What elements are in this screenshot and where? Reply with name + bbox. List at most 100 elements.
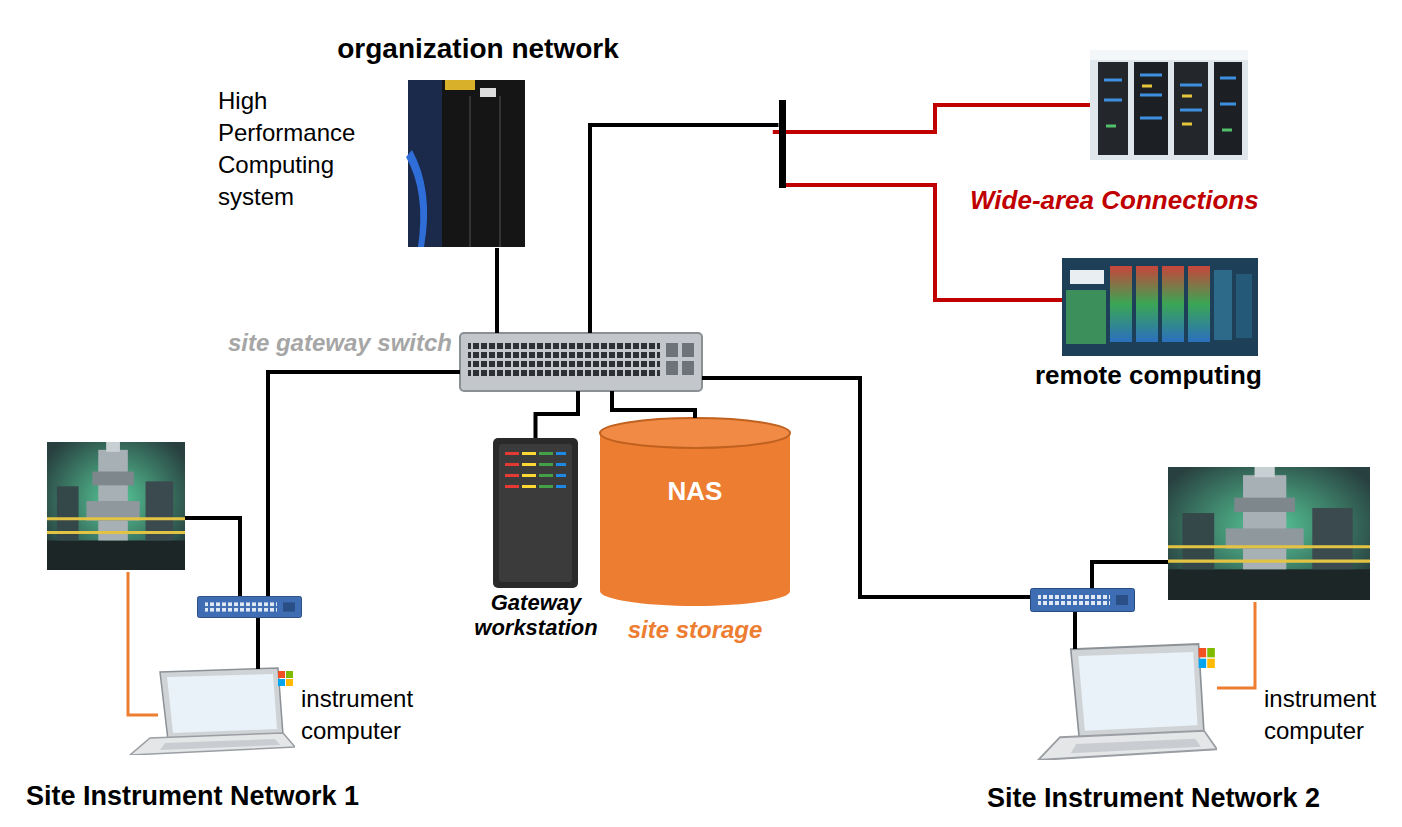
server-led: [539, 485, 553, 488]
laptop: [130, 668, 295, 755]
label-holder: NAS: [600, 476, 790, 506]
switch-ports: [468, 342, 660, 378]
network-link: [268, 372, 460, 420]
gateway-server: Gateway workstation: [493, 438, 578, 588]
sfp-slot: [666, 361, 678, 375]
rack-badge: [480, 88, 496, 97]
cabinet: [1214, 270, 1232, 340]
rack: [1214, 62, 1242, 155]
label-holder: site storage: [580, 616, 810, 644]
server-tower: [493, 438, 578, 588]
node-label: Site Instrument Network 2: [987, 782, 1320, 814]
label-holder: remote computing: [1035, 360, 1262, 390]
network-cable: [962, 562, 1168, 649]
instrument-switch: [198, 596, 302, 617]
laptop: [1038, 644, 1217, 760]
cabinet: [1110, 266, 1132, 342]
network-link: [536, 391, 579, 438]
dashed-region: [12, 420, 447, 820]
hpc-system: High Performance Computing system: [215, 82, 528, 248]
photo-sign: [1070, 270, 1104, 284]
cylinder-top: [600, 418, 790, 448]
junction-bar: [779, 100, 786, 188]
cabinet: [1188, 266, 1210, 342]
server-led: [505, 452, 519, 455]
sfp-slot: [682, 361, 694, 375]
node-label: organization network: [170, 33, 786, 65]
label-holder: instrument computer: [1264, 683, 1402, 747]
rack-lights: [1106, 126, 1232, 130]
server-led: [522, 474, 536, 477]
datacenter-photo: [1090, 50, 1248, 160]
label-holder: Gateway workstation: [461, 590, 611, 640]
instrument-photo: [1168, 467, 1370, 600]
server-led: [556, 485, 566, 488]
node-label: remote computing: [1035, 360, 1262, 390]
supercomputer-photo: [1062, 258, 1258, 356]
instrument-laptop: instrument computer: [1022, 640, 1217, 760]
server-led: [522, 463, 536, 466]
server-led: [522, 452, 536, 455]
instrument-laptop: instrument computer: [115, 665, 295, 755]
server-led: [556, 474, 566, 477]
network-ellipse: organization networkHigh Performance Com…: [170, 3, 786, 203]
storage-node: NASsite storage: [600, 418, 790, 606]
node-label: High Performance Computing system: [218, 85, 355, 213]
storage-cylinder: [600, 418, 790, 606]
rack-stripe: [406, 150, 427, 247]
server-led: [505, 463, 519, 466]
server-led: [505, 474, 519, 477]
label-holder: Site Instrument Network 1: [26, 780, 359, 812]
server-front: [499, 444, 572, 582]
network-link: [495, 248, 499, 333]
label-holder: organization network: [170, 33, 786, 65]
server-led: [539, 463, 553, 466]
remote-datacenter: Wide-area Connections: [1090, 50, 1248, 160]
node-label: instrument computer: [301, 683, 451, 747]
instrument-cable: [128, 572, 158, 715]
site-network-box: Site Instrument Network 2 instrument comp…: [962, 430, 1398, 822]
node-label: Site Instrument Network 1: [26, 780, 359, 812]
cabinet: [1162, 266, 1184, 342]
network-link: [590, 125, 779, 333]
rack-cable: [445, 80, 475, 90]
node-label: instrument computer: [1264, 683, 1402, 747]
cabinet: [1236, 274, 1252, 338]
network-link: [702, 378, 962, 597]
server-led: [505, 485, 519, 488]
server-led: [539, 474, 553, 477]
network-link: [612, 391, 695, 418]
network-cable: [185, 420, 268, 669]
server-led: [539, 452, 553, 455]
site-network-box: Site Instrument Network 1 instrument comp…: [12, 420, 447, 820]
instrument-photo: [47, 442, 185, 570]
label-holder: Wide-area Connections: [970, 185, 1259, 215]
sfp-slot: [682, 343, 694, 357]
label-holder: site gateway switch: [228, 329, 452, 357]
gateway-switch: site gateway switch: [460, 333, 702, 391]
server-led: [556, 452, 566, 455]
remote-computer: remote computing: [1062, 258, 1258, 356]
rack-lights: [1104, 75, 1236, 118]
node-label: site storage: [580, 616, 810, 644]
instrument-switch: [1031, 589, 1135, 612]
ceiling: [1090, 50, 1248, 60]
cabinet: [1136, 266, 1158, 342]
label-holder: Site Instrument Network 2: [987, 782, 1320, 814]
rack-panel: [470, 96, 500, 247]
rack-lights: [1142, 86, 1192, 124]
sfp-slot: [666, 343, 678, 357]
node-label: NAS: [600, 476, 790, 506]
server-led: [556, 463, 566, 466]
network-switch: [460, 333, 702, 391]
node-label: Wide-area Connections: [970, 185, 1259, 215]
cabinet: [1066, 290, 1106, 344]
label-holder: instrument computer: [301, 683, 451, 747]
dashed-region: [962, 430, 1398, 822]
wide-area-link: [773, 105, 1090, 132]
instrument-cable: [1217, 602, 1255, 688]
server-led: [522, 485, 536, 488]
